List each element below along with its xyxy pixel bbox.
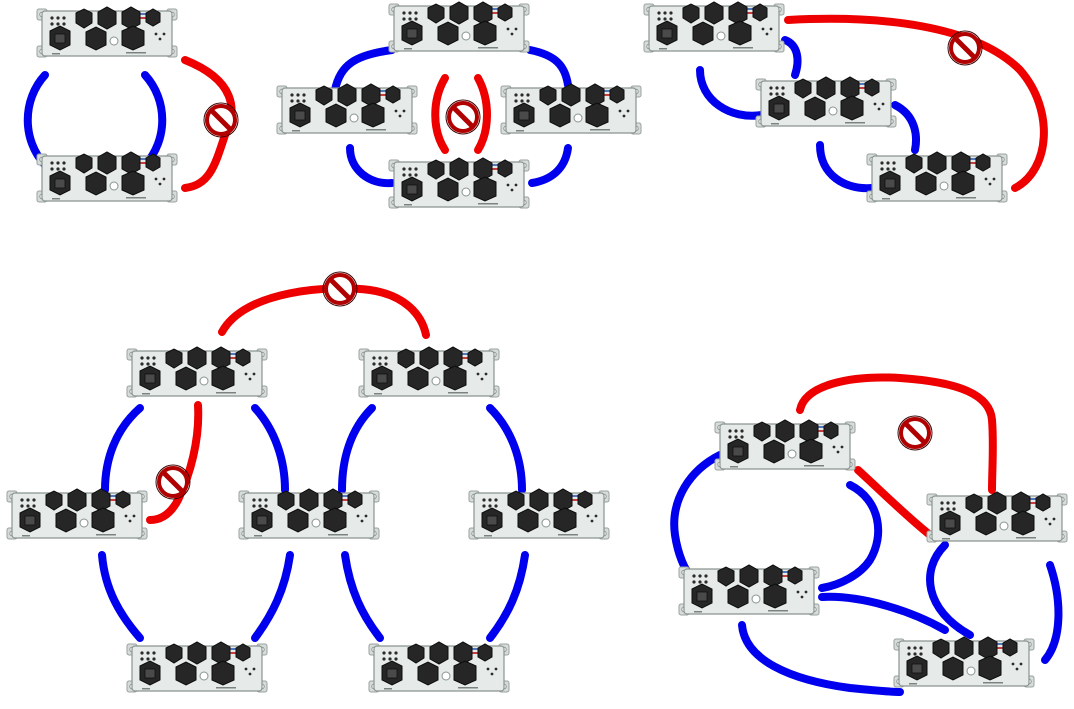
scenario-two-switch-loop [23,6,238,203]
prohibited-sign-icon [204,103,238,137]
switch-unit [893,636,1035,688]
switch-unit [755,76,897,128]
switch-unit [388,157,530,209]
allowed-link [251,551,294,642]
allowed-link [341,551,384,642]
allowed-link [331,46,396,94]
switch-unit [6,488,148,540]
switch-unit [866,151,1008,203]
blocked-link [431,74,449,154]
scenario-three-switch-chain-loop [643,1,1048,203]
prohibited-sign-icon [156,465,190,499]
switch-unit [388,1,530,53]
allowed-link [1041,561,1063,664]
switch-unit [276,83,418,135]
blocked-link [796,373,997,494]
allowed-link [781,36,802,79]
allowed-link [926,541,974,639]
allowed-link [670,451,724,579]
switch-unit [500,83,642,135]
blocked-link [784,14,1048,192]
allowed-link [346,144,396,188]
allowed-link [23,71,49,169]
scenario-two-ring-tree [6,272,610,693]
allowed-link [486,404,526,494]
allowed-link [526,46,572,89]
allowed-link [818,481,883,592]
allowed-link [696,66,766,120]
switch-unit [358,346,500,398]
allowed-link [528,144,572,187]
switch-unit [643,1,785,53]
switch-unit [126,346,268,398]
allowed-link [816,141,876,193]
switch-unit [126,641,268,693]
scenario-four-switch-ring [276,1,642,209]
blocked-link [218,284,430,339]
prohibited-sign-icon [446,100,480,134]
allowed-link [891,101,920,154]
switch-unit [36,151,178,203]
blocked-link [854,466,934,539]
switch-unit [368,641,510,693]
switch-unit [238,488,380,540]
allowed-link [141,71,167,169]
switch-unit [468,488,610,540]
prohibited-sign-icon [898,416,932,450]
allowed-link [101,404,144,494]
switch-unit [926,491,1068,543]
allowed-link [338,404,376,494]
switch-unit [678,564,820,616]
scenario-four-switch-mesh [670,373,1068,696]
prohibited-sign-icon [323,272,357,306]
switch-unit [714,419,856,471]
blocked-link [146,401,203,524]
allowed-link [486,551,529,642]
switch-unit [36,6,178,58]
allowed-link [738,621,904,696]
allowed-link [251,404,289,494]
allowed-link [98,551,144,642]
allowed-link [818,592,949,634]
blocked-link [474,74,491,154]
prohibited-sign-icon [948,31,982,65]
